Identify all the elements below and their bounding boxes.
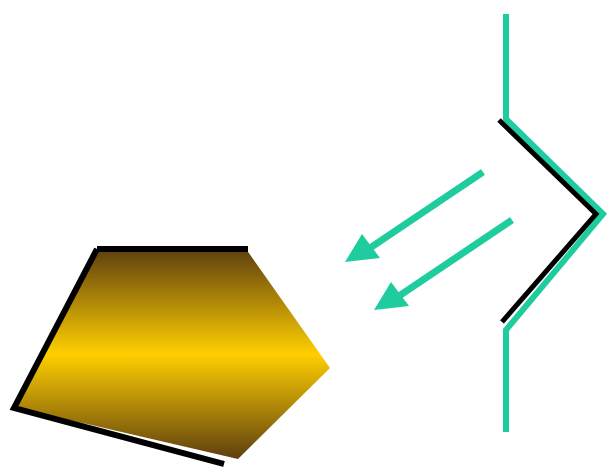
bent-line <box>497 14 608 432</box>
bent-line-teal <box>503 14 608 432</box>
gold-pentagon-shape <box>9 246 330 467</box>
arrows <box>345 169 514 310</box>
arrow-lower <box>374 217 514 310</box>
gold-pentagon-fill <box>14 249 330 459</box>
bent-line-black-edge <box>497 118 600 324</box>
arrow-upper <box>345 169 485 262</box>
pentagon-left-bottom-edge <box>9 247 225 467</box>
